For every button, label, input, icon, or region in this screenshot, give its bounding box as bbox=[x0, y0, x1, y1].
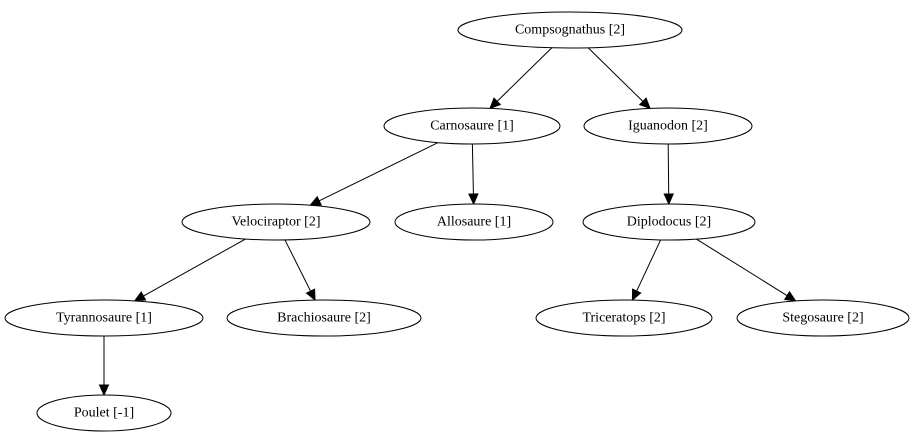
node-label-triceratops: Triceratops [2] bbox=[582, 311, 665, 326]
edge-line bbox=[471, 143, 474, 195]
node-tyrannosaure: Tyrannosaure [1] bbox=[4, 299, 204, 337]
node-label-carnosaure: Carnosaure [1] bbox=[430, 119, 514, 134]
arrowhead-icon bbox=[305, 288, 316, 302]
edge-line bbox=[636, 239, 662, 292]
edge-line bbox=[143, 238, 246, 297]
edge-tyrannosaure-to-poulet bbox=[98, 336, 110, 397]
edge-line bbox=[587, 47, 644, 102]
node-label-stegosaure: Stegosaure [2] bbox=[782, 311, 863, 326]
node-iguanodon: Iguanodon [2] bbox=[583, 107, 753, 145]
node-label-tyrannosaure: Tyrannosaure [1] bbox=[56, 311, 152, 326]
edge-diplodocus-to-triceratops bbox=[631, 239, 662, 302]
nodes-layer: Compsognathus [2] Carnosaure [1] Iguanod… bbox=[4, 11, 910, 432]
node-poulet: Poulet [-1] bbox=[36, 394, 172, 432]
node-label-diplodocus: Diplodocus [2] bbox=[627, 215, 711, 230]
node-label-allosaure: Allosaure [1] bbox=[437, 215, 511, 230]
arrowhead-icon bbox=[489, 97, 502, 110]
node-triceratops: Triceratops [2] bbox=[535, 299, 713, 337]
arrowhead-icon bbox=[783, 290, 797, 302]
node-velociraptor: Velociraptor [2] bbox=[181, 203, 371, 241]
edge-diplodocus-to-stegosaure bbox=[696, 238, 797, 302]
edge-carnosaure-to-velociraptor bbox=[309, 142, 439, 206]
node-compsognathus: Compsognathus [2] bbox=[457, 11, 683, 49]
edge-line bbox=[696, 238, 788, 297]
node-stegosaure: Stegosaure [2] bbox=[736, 299, 910, 337]
arrowhead-icon bbox=[98, 384, 110, 397]
arrowhead-icon bbox=[468, 193, 479, 206]
arrowhead-icon bbox=[663, 193, 674, 206]
edge-velociraptor-to-brachiosaure bbox=[284, 239, 316, 302]
node-allosaure: Allosaure [1] bbox=[394, 203, 554, 241]
arrowhead-icon bbox=[638, 97, 651, 110]
node-label-iguanodon: Iguanodon [2] bbox=[628, 119, 708, 134]
arrowhead-icon bbox=[631, 288, 642, 302]
node-label-brachiosaure: Brachiosaure [2] bbox=[277, 311, 371, 326]
node-label-compsognathus: Compsognathus [2] bbox=[515, 23, 625, 38]
node-label-velociraptor: Velociraptor [2] bbox=[231, 215, 320, 230]
node-brachiosaure: Brachiosaure [2] bbox=[226, 299, 422, 337]
arrowhead-icon bbox=[309, 195, 322, 206]
edge-line bbox=[318, 142, 439, 202]
edge-compsognathus-to-iguanodon bbox=[587, 47, 651, 110]
arrowhead-icon bbox=[133, 291, 147, 302]
edge-iguanodon-to-diplodocus bbox=[663, 143, 674, 206]
node-label-poulet: Poulet [-1] bbox=[74, 406, 134, 421]
edge-velociraptor-to-tyrannosaure bbox=[133, 238, 246, 302]
edge-line bbox=[667, 143, 670, 195]
node-diplodocus: Diplodocus [2] bbox=[582, 203, 756, 241]
edge-carnosaure-to-allosaure bbox=[468, 143, 479, 206]
edge-line bbox=[284, 239, 312, 292]
edge-line bbox=[496, 47, 553, 102]
node-carnosaure: Carnosaure [1] bbox=[383, 107, 561, 145]
edge-compsognathus-to-carnosaure bbox=[489, 47, 553, 110]
edges-layer bbox=[98, 47, 797, 397]
